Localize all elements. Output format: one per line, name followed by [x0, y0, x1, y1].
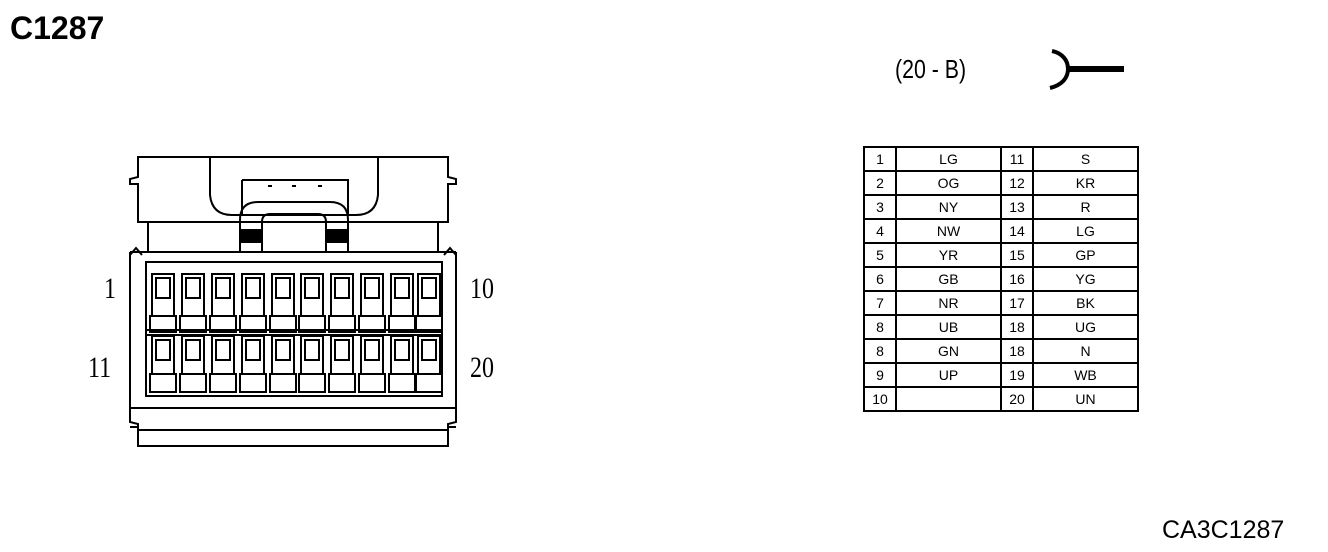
wire-color: GP	[1032, 242, 1139, 268]
pin-label-10: 10	[470, 272, 494, 305]
pin-number: 13	[1000, 194, 1034, 220]
wire-color: NR	[895, 290, 1002, 316]
wire-color: UG	[1032, 314, 1139, 340]
pin-label-11: 11	[88, 351, 112, 384]
pin-number: 20	[1000, 386, 1034, 412]
wire-color: GN	[895, 338, 1002, 364]
wire-color: UP	[895, 362, 1002, 388]
pin-label-20: 20	[470, 351, 494, 384]
pin-number: 8	[863, 338, 897, 364]
pin-number: 15	[1000, 242, 1034, 268]
wire-color: OG	[895, 170, 1002, 196]
wire-color: S	[1032, 146, 1139, 172]
wire-color: YR	[895, 242, 1002, 268]
reference-code: CA3C1287	[1162, 516, 1285, 544]
wire-color: YG	[1032, 266, 1139, 292]
connector-title: C1287	[10, 10, 105, 46]
wire-color: NW	[895, 218, 1002, 244]
pin-number: 6	[863, 266, 897, 292]
table-row: 6 GB 16 YG	[863, 266, 1139, 292]
table-row: 8 GN 18 N	[863, 338, 1139, 364]
table-row: 10 20 UN	[863, 386, 1139, 412]
pin-number: 10	[863, 386, 897, 412]
connector-symbol-icon	[1049, 49, 1124, 90]
pin-number: 4	[863, 218, 897, 244]
pin-color-table: 1 LG 11 S 2 OG 12 KR 3 NY 13 R 4 NW 14 L…	[863, 146, 1139, 412]
wire-color: GB	[895, 266, 1002, 292]
table-row: 3 NY 13 R	[863, 194, 1139, 220]
wire-color: R	[1032, 194, 1139, 220]
connector-face	[129, 156, 457, 447]
wire-color	[895, 386, 1002, 412]
pin-number: 8	[863, 314, 897, 340]
table-row: 9 UP 19 WB	[863, 362, 1139, 388]
table-row: 7 NR 17 BK	[863, 290, 1139, 316]
wire-color: KR	[1032, 170, 1139, 196]
pin-number: 18	[1000, 314, 1034, 340]
connector-type-label: (20 - B)	[895, 54, 967, 84]
terminal-row-bottom	[149, 335, 443, 393]
table-row: 8 UB 18 UG	[863, 314, 1139, 340]
table-row: 4 NW 14 LG	[863, 218, 1139, 244]
wire-color: N	[1032, 338, 1139, 364]
pin-number: 14	[1000, 218, 1034, 244]
pin-number: 2	[863, 170, 897, 196]
pin-number: 3	[863, 194, 897, 220]
pin-number: 9	[863, 362, 897, 388]
pin-number: 19	[1000, 362, 1034, 388]
table-row: 2 OG 12 KR	[863, 170, 1139, 196]
table-row: 5 YR 15 GP	[863, 242, 1139, 268]
wire-color: WB	[1032, 362, 1139, 388]
wire-color: LG	[895, 146, 1002, 172]
terminal-row-top	[149, 273, 443, 333]
pin-number: 7	[863, 290, 897, 316]
wire-color: NY	[895, 194, 1002, 220]
pin-number: 16	[1000, 266, 1034, 292]
pin-number: 12	[1000, 170, 1034, 196]
pin-number: 17	[1000, 290, 1034, 316]
wire-color: UN	[1032, 386, 1139, 412]
wire-color: BK	[1032, 290, 1139, 316]
pin-label-1: 1	[104, 272, 116, 305]
pin-number: 18	[1000, 338, 1034, 364]
wire-color: UB	[895, 314, 1002, 340]
wire-color: LG	[1032, 218, 1139, 244]
pin-number: 1	[863, 146, 897, 172]
table-row: 1 LG 11 S	[863, 146, 1139, 172]
pin-number: 5	[863, 242, 897, 268]
pin-number: 11	[1000, 146, 1034, 172]
